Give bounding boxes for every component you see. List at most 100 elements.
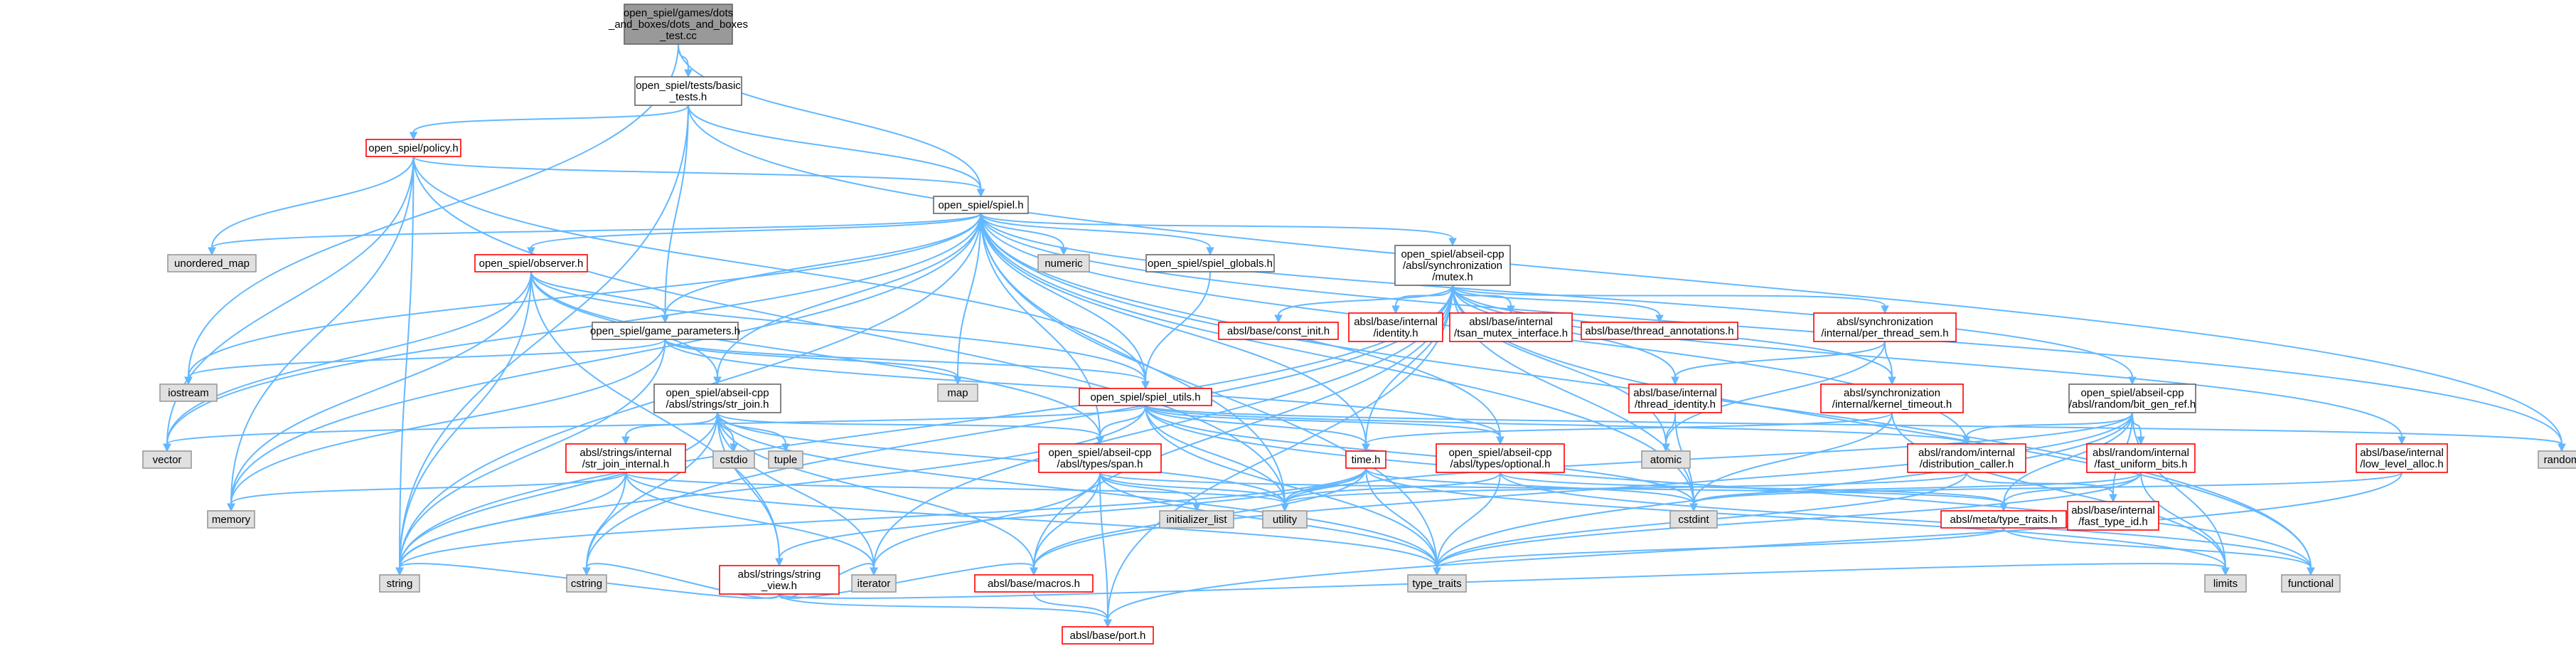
node-label: /low_level_alloc.h [2360, 458, 2444, 470]
node-port[interactable]: absl/base/port.h [1062, 626, 1154, 645]
node-kernel-timeout[interactable]: absl/synchronization/internal/kernel_tim… [1820, 383, 1964, 413]
node-label: open_spiel/game_parameters.h [590, 325, 740, 337]
node-label: numeric [1044, 258, 1083, 270]
node-fast-type-id[interactable]: absl/base/internal/fast_type_id.h [2067, 501, 2159, 531]
node-label: absl/base/internal [1354, 316, 1438, 328]
node-thread-identity[interactable]: absl/base/internal/thread_identity.h [1628, 383, 1722, 413]
node-label: /absl/types/span.h [1057, 458, 1143, 470]
node-spiel-utils[interactable]: open_spiel/spiel_utils.h [1079, 388, 1212, 406]
edge-mutex-to-identity [1391, 285, 1453, 314]
node-observer[interactable]: open_spiel/observer.h [474, 254, 588, 272]
node-vector[interactable]: vector [142, 450, 192, 469]
edge-type_traits_absl-to-type_traits [1433, 527, 2004, 576]
node-label: iterator [857, 578, 891, 590]
node-box [719, 565, 840, 595]
node-box [566, 574, 607, 593]
node-distribution-caller[interactable]: absl/random/internal/distribution_caller… [1907, 443, 2026, 473]
node-str-join-internal[interactable]: absl/strings/internal/str_join_internal.… [565, 443, 686, 473]
node-tsan-mutex[interactable]: absl/base/internal/tsan_mutex_interface.… [1449, 312, 1573, 342]
node-box [1262, 510, 1308, 529]
node-game-parameters[interactable]: open_spiel/game_parameters.h [590, 322, 740, 340]
node-mutex[interactable]: open_spiel/abseil-cpp/absl/synchronizati… [1394, 245, 1511, 286]
node-basic-tests[interactable]: open_spiel/tests/basic_tests.h [634, 76, 742, 106]
node-initializer-list[interactable]: initializer_list [1159, 510, 1234, 529]
node-str-join[interactable]: open_spiel/abseil-cpp/absl/strings/str_j… [653, 383, 781, 413]
edge-mutex-to-per_thread_sem [1452, 285, 1889, 314]
node-tuple[interactable]: tuple [768, 450, 803, 469]
node-type-traits[interactable]: type_traits [1407, 574, 1467, 593]
node-fast-uniform-bits[interactable]: absl/random/internal/fast_uniform_bits.h [2086, 443, 2196, 473]
node-cstring[interactable]: cstring [566, 574, 607, 593]
node-per-thread-sem[interactable]: absl/synchronization/internal/per_thread… [1813, 312, 1957, 342]
node-label: _tests.h [669, 91, 707, 103]
node-map[interactable]: map [937, 383, 978, 402]
node-bit-gen-ref[interactable]: open_spiel/abseil-cpp/absl/random/bit_ge… [2068, 383, 2196, 413]
node-box [1407, 574, 1467, 593]
edge-string_view-to-limits [779, 563, 2230, 599]
node-iterator[interactable]: iterator [851, 574, 897, 593]
node-box [592, 322, 739, 340]
node-span[interactable]: open_spiel/abseil-cpp/absl/types/span.h [1038, 443, 1162, 473]
node-box [2204, 574, 2247, 593]
node-string-view[interactable]: absl/strings/string_view.h [719, 565, 840, 595]
edge-observer-to-game_parameters [530, 271, 670, 324]
node-label: /absl/random/bit_gen_ref.h [2069, 398, 2196, 411]
node-utility[interactable]: utility [1262, 510, 1308, 529]
node-optional[interactable]: open_spiel/abseil-cpp/absl/types/optiona… [1436, 443, 1565, 473]
node-const-init[interactable]: absl/base/const_init.h [1218, 322, 1339, 340]
node-label: cstdint [1678, 514, 1709, 526]
edge-spiel_utils-to-string [395, 405, 1146, 576]
node-type-traits-absl[interactable]: absl/meta/type_traits.h [1940, 510, 2067, 529]
node-label: /identity.h [1373, 327, 1418, 339]
edge-root-to-basic_tests [678, 43, 693, 78]
node-label: absl/base/port.h [1070, 630, 1146, 642]
node-low-level-alloc[interactable]: absl/base/internal/low_level_alloc.h [2356, 443, 2448, 473]
node-identity[interactable]: absl/base/internal/identity.h [1348, 312, 1443, 342]
node-box [634, 76, 742, 106]
node-label: utility [1273, 514, 1298, 526]
node-root[interactable]: open_spiel/games/dots_and_boxes/dots_and… [608, 4, 748, 45]
node-label: cstring [571, 578, 602, 590]
node-label: absl/synchronization [1837, 316, 1933, 328]
node-label: open_spiel/abseil-cpp [1401, 248, 1504, 260]
edge-span-to-port [1099, 472, 1112, 628]
node-cstdio[interactable]: cstdio [712, 450, 755, 469]
edge-low_level_alloc-to-cstdint [1689, 472, 2403, 512]
node-iostream[interactable]: iostream [159, 383, 218, 402]
node-limits[interactable]: limits [2204, 574, 2247, 593]
node-functional[interactable]: functional [2281, 574, 2341, 593]
node-random[interactable]: random [2538, 450, 2576, 469]
node-box [1436, 443, 1565, 473]
edge-string_view-to-macros [779, 563, 1038, 599]
node-spiel-globals[interactable]: open_spiel/spiel_globals.h [1145, 254, 1275, 272]
node-time[interactable]: time.h [1345, 450, 1386, 469]
node-box [937, 383, 978, 402]
node-string[interactable]: string [379, 574, 420, 593]
node-box [1159, 510, 1234, 529]
node-box [933, 196, 1029, 214]
edge-bit_gen_ref-to-distribution_caller [1962, 412, 2133, 445]
node-box [474, 254, 588, 272]
node-label: limits [2213, 578, 2238, 590]
edge-policy-to-unordered_map [208, 156, 415, 256]
edge-basic_tests-to-policy [409, 105, 689, 141]
node-atomic[interactable]: atomic [1641, 450, 1691, 469]
node-memory[interactable]: memory [207, 510, 255, 529]
node-box [1449, 312, 1573, 342]
node-unordered-map[interactable]: unordered_map [167, 254, 257, 272]
node-box [1079, 388, 1212, 406]
node-label: open_spiel/abseil-cpp [2080, 387, 2184, 399]
edge-spiel_utils-to-optional [1145, 405, 1505, 445]
node-macros[interactable]: absl/base/macros.h [974, 574, 1094, 593]
node-box [768, 450, 803, 469]
node-box [1641, 450, 1691, 469]
edge-spiel-to-spiel_globals [980, 213, 1214, 256]
node-box [207, 510, 255, 529]
node-policy[interactable]: open_spiel/policy.h [365, 139, 461, 157]
node-label: /internal/per_thread_sem.h [1821, 327, 1948, 339]
node-thread-annotations[interactable]: absl/base/thread_annotations.h [1581, 322, 1738, 340]
node-spiel[interactable]: open_spiel/spiel.h [933, 196, 1029, 214]
node-cstdint[interactable]: cstdint [1669, 510, 1718, 529]
node-numeric[interactable]: numeric [1037, 254, 1090, 272]
node-label: vector [153, 454, 182, 466]
